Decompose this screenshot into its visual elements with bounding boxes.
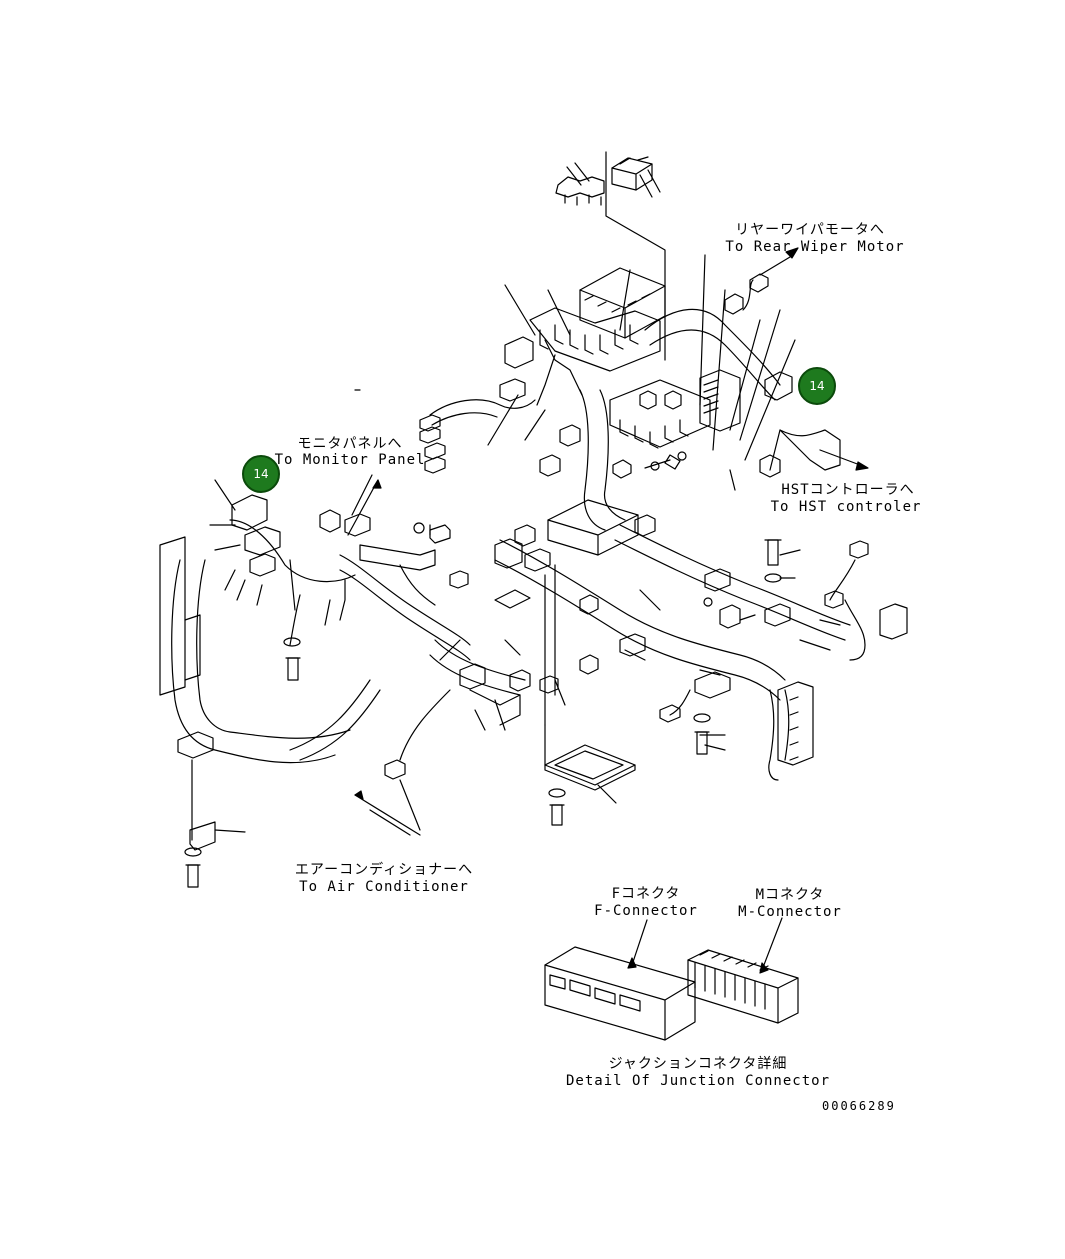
monitor-label-jp: モニタパネルへ: [297, 436, 403, 452]
hst-harness: [614, 514, 908, 661]
bolts: [413, 522, 451, 544]
callout-part-14-right[interactable]: 14: [798, 367, 836, 405]
left-harness: [159, 389, 471, 888]
upper-right-cables: [644, 247, 869, 491]
m-connector-label-en: M-Connector: [738, 904, 842, 920]
f-connector-label-jp: Fコネクタ: [611, 886, 681, 902]
monitor-label-en: To Monitor Panel: [274, 452, 426, 468]
right-harness: [494, 524, 814, 781]
aircon-cable: [289, 639, 566, 836]
callout-part-14-left[interactable]: 14: [242, 455, 280, 493]
drawing-code: 00066289: [822, 1099, 896, 1113]
aircon-label-en: To Air Conditioner: [299, 879, 469, 895]
hst-label-en: To HST controler: [770, 499, 922, 515]
rear-wiper-label-en: To Rear Wiper Motor: [725, 239, 905, 255]
rear-wiper-label-jp: リヤーワイパモータへ: [735, 222, 885, 238]
aircon-label-jp: エアーコンディショナーへ: [294, 862, 474, 878]
monitor-cable: [419, 378, 546, 474]
m-connector-label-jp: Mコネクタ: [755, 887, 825, 903]
junction-detail-label-en: Detail Of Junction Connector: [565, 1073, 831, 1089]
label-leaders: [347, 479, 411, 836]
f-connector-drawing: [544, 919, 696, 1041]
f-connector-label-en: F-Connector: [594, 903, 698, 919]
central-fuse-block: [504, 267, 666, 406]
junction-detail-label-jp: ジャクションコネクタ詳細: [608, 1056, 788, 1072]
m-connector-drawing: [687, 917, 799, 1024]
bracket-plate: [544, 724, 636, 826]
lower-fuse-block: [609, 379, 711, 479]
top-connectors: [555, 151, 666, 361]
main-trunk: [539, 389, 639, 556]
hst-label-jp: HSTコントローラへ: [781, 482, 915, 498]
